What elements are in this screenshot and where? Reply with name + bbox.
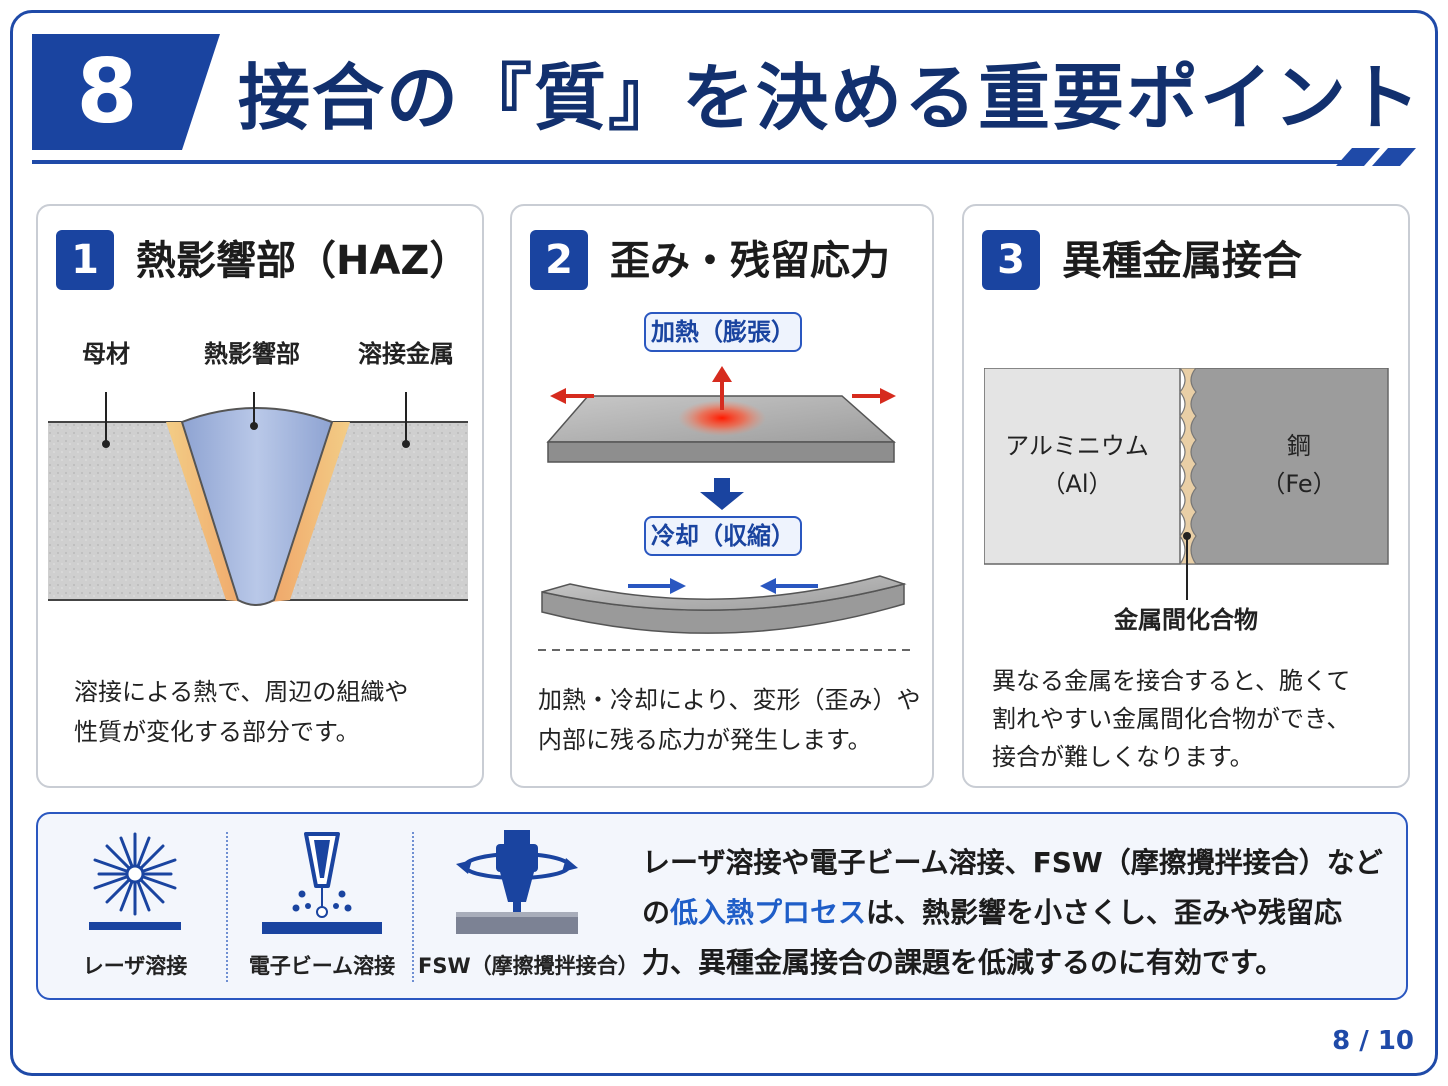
tool-label: レーザ溶接 bbox=[82, 954, 188, 978]
page-title: 接合の『質』を決める重要ポイント bbox=[238, 56, 1423, 140]
left-metal-symbol: （Al） bbox=[1041, 470, 1113, 498]
left-metal-name: アルミニウム bbox=[1005, 432, 1149, 460]
section-number: 8 bbox=[76, 40, 138, 143]
card-description-line: 異なる金属を接合すると、脆くて bbox=[992, 667, 1351, 695]
card-description-line: 割れやすい金属間化合物ができ、 bbox=[992, 705, 1351, 733]
summary-text-post: は、熱影響を小さくし、歪みや残留応力、異種金属接合の課題を低減するのに有効です。 bbox=[642, 896, 1343, 979]
card-haz: 1 熱影響部（HAZ） 母材 熱影響部 溶接金属 bbox=[36, 204, 484, 788]
tool-laser: レーザ溶接 bbox=[52, 814, 218, 998]
tool-label: FSW（摩擦攪拌接合） bbox=[418, 954, 639, 978]
card-dissimilar-metals: 3 異種金属接合 アルミニウム （Al） 鋼 （Fe） 金属間化合物 異なる金属… bbox=[962, 204, 1410, 788]
right-metal-symbol: （Fe） bbox=[1261, 470, 1337, 498]
heating-label: 加熱（膨張） bbox=[644, 312, 802, 352]
fsw-tool-icon bbox=[456, 830, 578, 934]
summary-text-highlight: 低入熱プロセス bbox=[670, 896, 867, 929]
divider bbox=[412, 832, 414, 982]
low-heat-process-panel: レーザ溶接 電子ビーム溶接 bbox=[36, 812, 1408, 1000]
cooling-label: 冷却（収縮） bbox=[644, 516, 802, 556]
card-distortion: 2 歪み・残留応力 加熱（膨張） bbox=[510, 204, 934, 788]
label-weld-metal: 溶接金属 bbox=[358, 340, 454, 368]
electron-beam-icon bbox=[262, 832, 382, 934]
laser-icon bbox=[89, 832, 181, 930]
tool-fsw: FSW（摩擦攪拌接合） bbox=[418, 814, 639, 998]
card-description-line: 接合が難しくなります。 bbox=[992, 743, 1254, 771]
tool-electron-beam: 電子ビーム溶接 bbox=[234, 814, 410, 998]
label-base-metal: 母材 bbox=[82, 340, 130, 368]
intermetallic-label: 金属間化合物 bbox=[1114, 606, 1258, 634]
divider bbox=[226, 832, 228, 982]
card-number-badge: 3 bbox=[982, 230, 1040, 290]
tool-label: 電子ビーム溶接 bbox=[248, 954, 396, 978]
decorative-stripes-icon bbox=[1336, 148, 1416, 166]
dissimilar-joint-icon bbox=[984, 368, 1389, 600]
card-description-line: 性質が変化する部分です。 bbox=[74, 718, 360, 746]
card-number-badge: 1 bbox=[56, 230, 114, 290]
card-number-badge: 2 bbox=[530, 230, 588, 290]
card-title: 異種金属接合 bbox=[1062, 238, 1302, 284]
weld-cross-section-icon bbox=[48, 392, 468, 606]
card-description-line: 溶接による熱で、周辺の組織や bbox=[74, 678, 409, 706]
page-indicator: 8 / 10 bbox=[1332, 1026, 1414, 1056]
card-description-line: 加熱・冷却により、変形（歪み）や bbox=[538, 686, 921, 714]
card-title: 熱影響部（HAZ） bbox=[136, 238, 470, 284]
title-underline bbox=[32, 160, 1352, 164]
summary-text: レーザ溶接や電子ビーム溶接、FSW（摩擦攪拌接合）などの低入熱プロセスは、熱影響… bbox=[642, 838, 1390, 988]
summary-text-pre: レーザ溶接や電子ビーム溶接、FSW（摩擦攪拌接合）などの bbox=[642, 846, 1383, 929]
distortion-diagram-icon bbox=[538, 366, 910, 651]
card-description-line: 内部に残る応力が発生します。 bbox=[538, 726, 872, 754]
section-number-block bbox=[32, 34, 220, 150]
card-title: 歪み・残留応力 bbox=[610, 238, 890, 284]
right-metal-name: 鋼 bbox=[1287, 432, 1311, 460]
label-haz: 熱影響部 bbox=[204, 340, 300, 368]
